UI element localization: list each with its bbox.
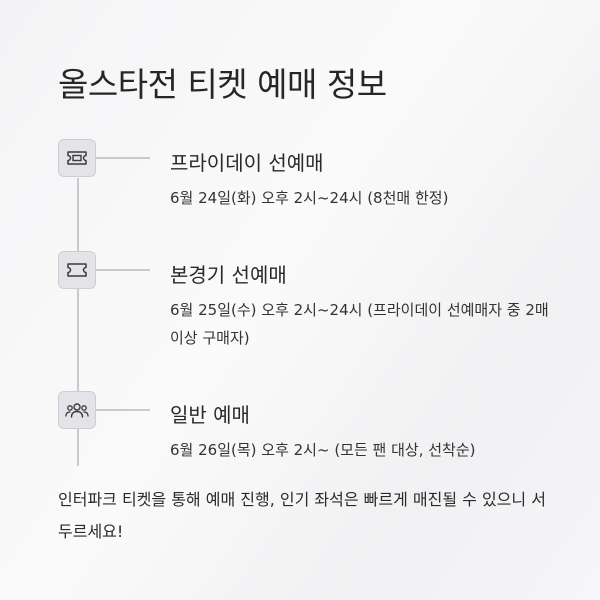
step-2-title: 본경기 선예매 bbox=[170, 263, 287, 287]
step-2-connector bbox=[96, 269, 150, 271]
step-3-icon-box bbox=[58, 391, 96, 429]
step-1-connector bbox=[96, 157, 150, 159]
users-icon bbox=[65, 401, 89, 419]
step-3-title: 일반 예매 bbox=[170, 403, 250, 427]
step-2-icon-box bbox=[58, 251, 96, 289]
step-1-description: 6월 24일(화) 오후 2시~24시 (8천매 한정) bbox=[170, 189, 449, 207]
step-3-connector bbox=[96, 409, 150, 411]
timeline-line bbox=[77, 178, 79, 466]
footer-note: 인터파크 티켓을 통해 예매 진행, 인기 좌석은 빠르게 매진될 수 있으니 … bbox=[58, 490, 546, 541]
page-title: 올스타전 티켓 예매 정보 bbox=[58, 65, 387, 104]
step-1-icon-box bbox=[58, 139, 96, 177]
ticket-icon bbox=[66, 150, 88, 166]
step-3-description: 6월 26일(목) 오후 2시~ (모든 팬 대상, 선착순) bbox=[170, 441, 476, 459]
ticket-icon bbox=[66, 262, 88, 278]
step-1-title: 프라이데이 선예매 bbox=[170, 151, 324, 175]
step-2-description: 6월 25일(수) 오후 2시~24시 (프라이데이 선예매자 중 2매 이상 … bbox=[170, 301, 549, 347]
